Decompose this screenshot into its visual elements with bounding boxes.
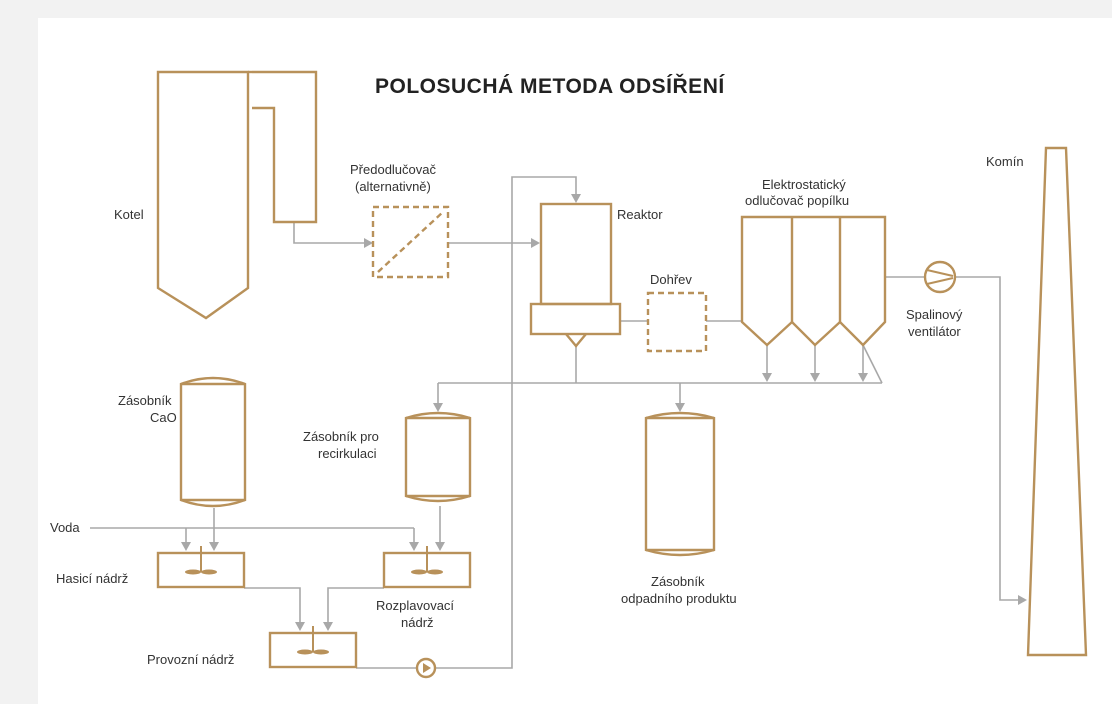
cao-silo	[179, 376, 247, 508]
arrow-into-stack	[1018, 595, 1027, 605]
label-slurry-tank-2: nádrž	[401, 615, 434, 630]
arrow-esp-hopper3	[858, 373, 868, 382]
arrow-into-preseparator	[364, 238, 373, 248]
heater	[646, 291, 708, 353]
label-reactor: Reaktor	[617, 207, 663, 222]
stack	[1026, 146, 1088, 657]
label-slaking-tank: Hasicí nádrž	[56, 571, 128, 586]
arrow-into-reactor	[531, 238, 540, 248]
label-waste-silo-1: Zásobník	[651, 574, 705, 589]
label-preseparator-2: (alternativně)	[355, 179, 431, 194]
arrow-into-waste-silo	[675, 403, 685, 412]
arrow-esp-hopper1	[762, 373, 772, 382]
label-esp-2: odlučovač popílku	[745, 193, 849, 208]
label-cao-silo-2: CaO	[150, 410, 177, 425]
pipe-fan-to-stack	[955, 276, 1018, 601]
arrow-esp-hopper2	[810, 373, 820, 382]
label-waste-silo-2: odpadního produktu	[621, 591, 737, 606]
slurry-tank	[382, 546, 472, 589]
label-recirc-silo-2: recirkulaci	[318, 446, 377, 461]
label-cao-silo-1: Zásobník	[118, 393, 172, 408]
arrow-slaking-operating	[295, 622, 305, 631]
electrostatic-precipitator	[740, 215, 887, 347]
label-boiler: Kotel	[114, 207, 144, 222]
arrow-recirc-slurry	[435, 542, 445, 551]
diagram-title: POLOSUCHÁ METODA ODSÍŘENÍ	[375, 74, 725, 98]
label-stack: Komín	[986, 154, 1024, 169]
slaking-tank	[156, 546, 246, 589]
waste-product-silo	[644, 411, 716, 557]
preseparator	[371, 205, 450, 279]
recirculation-silo	[404, 411, 472, 503]
label-preseparator-1: Předodlučovač	[350, 162, 436, 177]
pipe-pump-to-reactor	[436, 176, 577, 669]
label-operating-tank: Provozní nádrž	[147, 652, 234, 667]
flue-gas-fan-icon	[923, 260, 957, 294]
label-heater: Dohřev	[650, 272, 692, 287]
boiler	[156, 70, 318, 320]
label-fan-1: Spalinový	[906, 307, 963, 322]
label-esp-1: Elektrostatický	[762, 177, 846, 192]
arrow-water-slaking	[181, 542, 191, 551]
arrow-into-recirc-silo	[433, 403, 443, 412]
pipe-slurry-to-operating	[327, 587, 384, 623]
arrow-cao-slaking	[209, 542, 219, 551]
diagram-panel	[38, 18, 1112, 704]
pipe-slaking-to-operating	[244, 587, 301, 623]
label-fan-2: ventilátor	[908, 324, 961, 339]
arrow-slurry-operating	[323, 622, 333, 631]
pipe-boiler-to-preseparator	[293, 222, 364, 244]
label-water: Voda	[50, 520, 80, 535]
operating-tank	[268, 626, 358, 669]
label-recirc-silo-1: Zásobník pro	[303, 429, 379, 444]
pump-icon	[415, 657, 437, 679]
pipe-esp-return	[862, 344, 883, 384]
arrow-water-slurry	[409, 542, 419, 551]
label-slurry-tank-1: Rozplavovací	[376, 598, 454, 613]
reactor	[529, 202, 622, 348]
arrow-into-reactor-top	[571, 194, 581, 203]
